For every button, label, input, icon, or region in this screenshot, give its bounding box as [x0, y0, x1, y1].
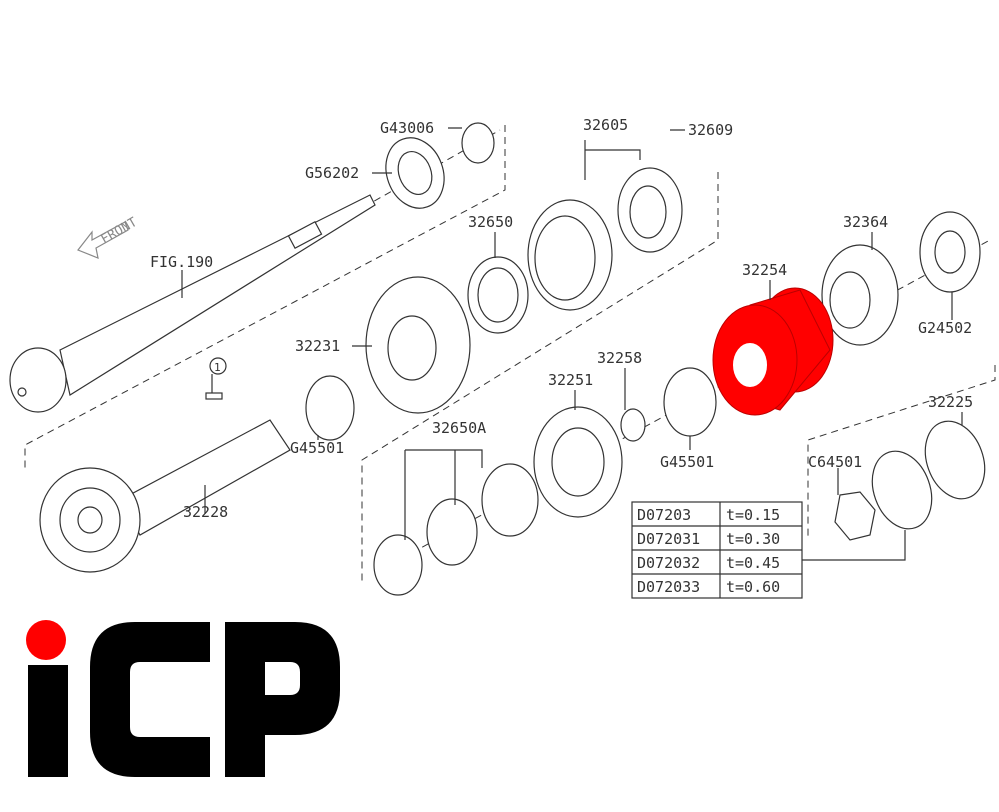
label-32228: 32228 [183, 503, 228, 521]
table-part: D072032 [637, 554, 700, 572]
logo-letter-p [225, 622, 340, 777]
table-thickness: t=0.30 [726, 530, 780, 548]
group-boundary-lower [807, 365, 996, 540]
label-32650a: 32650A [432, 419, 486, 437]
table-thickness: t=0.15 [726, 506, 780, 524]
label-32609: 32609 [688, 121, 733, 139]
logo-dot [26, 620, 66, 660]
synchro-ring [481, 463, 539, 537]
snap-ring [924, 420, 986, 500]
label-g43006: G43006 [380, 119, 434, 137]
bushing [620, 408, 646, 442]
table-thickness: t=0.60 [726, 578, 780, 596]
shim-thickness-table: D07203 t=0.15 D072031 t=0.30 D072032 t=0… [631, 501, 803, 599]
label-g45501: G45501 [290, 439, 344, 457]
reference-circle [209, 357, 227, 375]
group-boundary-middle [361, 172, 719, 585]
label-32650: 32650 [468, 213, 513, 231]
lock-nut [834, 491, 876, 541]
highlighted-part-32254 [712, 287, 834, 416]
label-32225: 32225 [928, 393, 973, 411]
table-thickness: t=0.45 [726, 554, 780, 572]
label-32231: 32231 [295, 337, 340, 355]
icp-logo [26, 620, 340, 777]
main-shaft [9, 194, 376, 413]
needle-bearing [663, 367, 717, 437]
table-part: D072031 [637, 530, 700, 548]
label-32364: 32364 [843, 213, 888, 231]
label-c64501: C64501 [808, 453, 862, 471]
front-arrow-icon: FRONT [77, 215, 141, 259]
label-g45501: G45501 [660, 453, 714, 471]
table-part: D07203 [637, 506, 691, 524]
needle-bearing [305, 375, 355, 441]
label-32254: 32254 [742, 261, 787, 279]
washer [871, 450, 933, 530]
synchro-ring [373, 534, 423, 596]
label-g56202: G56202 [305, 164, 359, 182]
label-32258: 32258 [597, 349, 642, 367]
label-ref-1: 1 [214, 361, 221, 374]
group-boundary-upper [24, 125, 506, 470]
front-label: FRONT [99, 215, 141, 248]
label-g24502: G24502 [918, 319, 972, 337]
table-part: D072033 [637, 578, 700, 596]
needle-bearing [461, 122, 495, 164]
label-32605: 32605 [583, 116, 628, 134]
synchro-ring [426, 498, 478, 566]
counter-shaft [39, 419, 291, 573]
logo-letter-i [28, 665, 68, 777]
label-fig190: FIG.190 [150, 253, 213, 271]
key [205, 392, 223, 400]
logo-letter-c [90, 622, 210, 777]
label-32251: 32251 [548, 371, 593, 389]
